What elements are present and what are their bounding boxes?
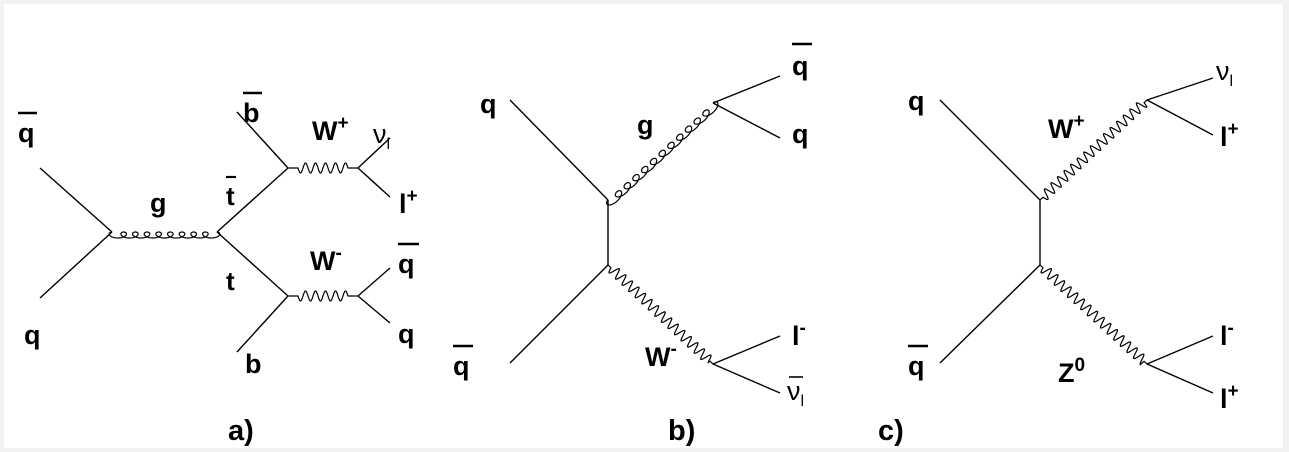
label-q-in: q — [480, 89, 497, 119]
diagram-b: q q g q q W- l- νl b) — [453, 42, 812, 447]
label-lepton-minus: l- — [1220, 318, 1234, 351]
label-t-bar: t — [226, 175, 236, 211]
label-q-in: q — [24, 320, 41, 350]
z0-propagator — [1039, 264, 1148, 366]
label-lepton-plus-bottom: l+ — [1220, 381, 1239, 414]
label-lepton-plus-top: l+ — [1220, 119, 1239, 152]
top-line — [216, 231, 289, 297]
top-bar-line — [216, 167, 289, 233]
quark-line-qbar-in — [939, 264, 1041, 364]
b-bar-line — [236, 111, 289, 169]
label-antineutrino: νl — [787, 376, 804, 410]
diagram-a: q q g t t b b W+ W- νl l+ q q a) — [18, 91, 419, 447]
label-qbar-in: q — [908, 344, 928, 381]
label-lepton-minus: l- — [792, 318, 806, 351]
label-gluon: g — [637, 110, 654, 140]
antineutrino-line — [712, 363, 781, 394]
q-out-line — [712, 102, 781, 139]
caption-b: b) — [668, 415, 695, 447]
caption-a: a) — [228, 415, 254, 447]
w-plus-propagator — [288, 162, 358, 174]
particle-label: q — [908, 351, 925, 381]
label-qbar-out: q — [792, 42, 812, 81]
label-gluon: g — [150, 188, 167, 218]
quark-line-qbar-in — [39, 167, 113, 233]
q-out-line — [357, 295, 391, 324]
neutrino-line — [1146, 77, 1214, 101]
label-w-plus: W+ — [312, 113, 349, 146]
diagram-c: q q W+ Z0 νl l+ l- l+ c) — [878, 56, 1239, 447]
caption-c: c) — [878, 415, 904, 447]
label-qbar-out: q — [398, 242, 419, 279]
figure-panel — [4, 4, 1283, 448]
label-z0: Z0 — [1058, 355, 1085, 388]
particle-label: νl — [787, 376, 804, 410]
label-lepton-plus: l+ — [399, 186, 418, 219]
w-minus-propagator — [607, 264, 714, 365]
w-plus-propagator — [1039, 99, 1148, 201]
label-w-minus: W- — [310, 243, 342, 276]
label-q-out: q — [398, 319, 415, 349]
b-line — [236, 295, 289, 353]
particle-label: t — [226, 181, 235, 211]
particle-label: b — [243, 98, 260, 128]
lepton-plus-line — [357, 167, 391, 198]
label-q-in: q — [908, 86, 925, 116]
label-qbar-in: q — [453, 344, 473, 381]
lepton-plus-bottom-line — [1146, 363, 1214, 394]
label-t: t — [226, 266, 235, 296]
qbar-out-line — [712, 75, 781, 104]
particle-label: q — [398, 249, 415, 279]
quark-line-q-in — [39, 231, 113, 299]
label-b: b — [245, 349, 262, 379]
label-q-out: q — [792, 119, 809, 149]
quark-line-q-in — [939, 99, 1041, 201]
quark-line-q-in — [509, 99, 609, 201]
gluon-propagator — [108, 231, 221, 239]
label-qbar-in: q — [18, 111, 37, 148]
gluon-propagator — [605, 101, 719, 206]
lepton-minus-line — [1146, 335, 1214, 365]
label-b-bar: b — [243, 91, 262, 128]
label-w-plus: W+ — [1048, 111, 1085, 144]
particle-label: q — [792, 51, 809, 81]
w-minus-propagator — [288, 290, 358, 302]
label-neutrino: νl — [373, 119, 390, 153]
particle-label: q — [18, 118, 35, 148]
label-w-minus: W- — [645, 339, 677, 372]
lepton-plus-top-line — [1146, 99, 1214, 136]
qbar-out-line — [357, 267, 391, 297]
neutrino-line — [357, 137, 391, 169]
label-neutrino: νl — [1216, 56, 1233, 90]
quark-line-qbar-in — [509, 264, 609, 364]
particle-label: q — [453, 351, 470, 381]
lepton-minus-line — [712, 335, 781, 365]
